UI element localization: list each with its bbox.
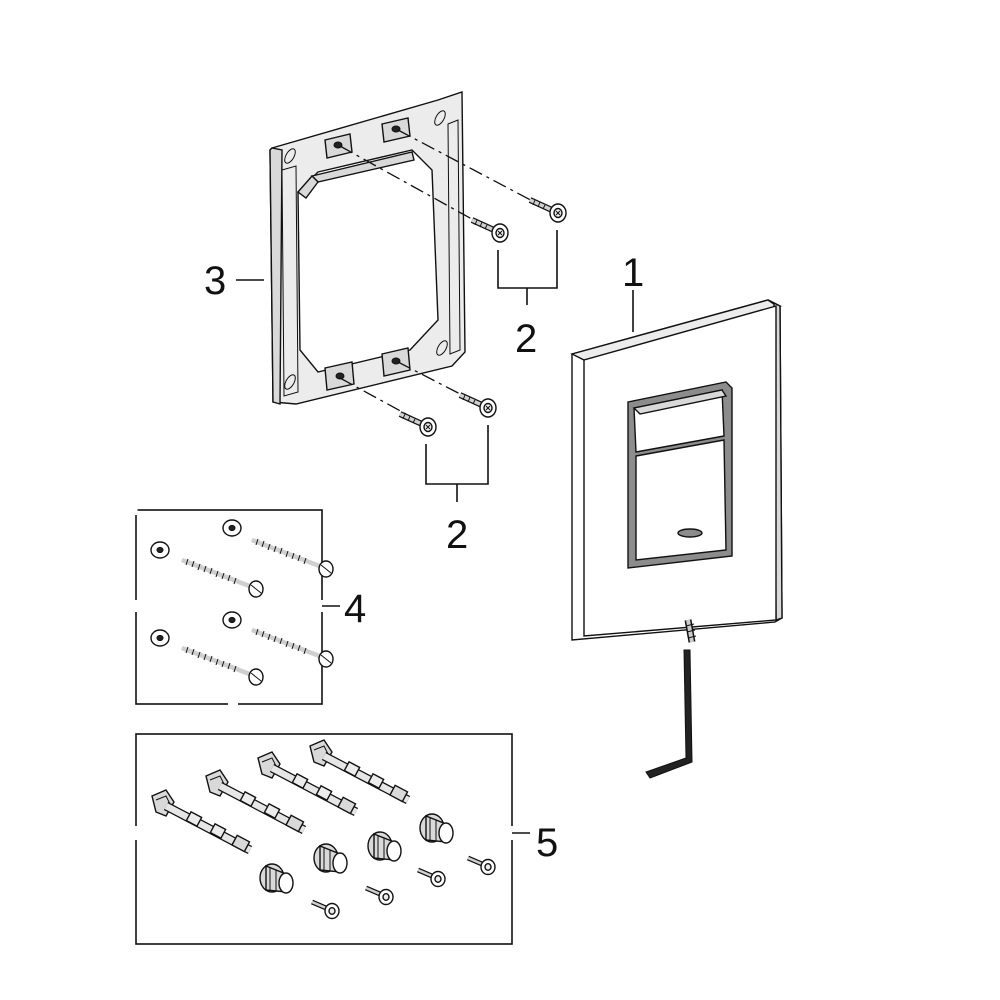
screw-icon [418, 870, 445, 887]
sleeve-nut [367, 831, 402, 862]
callout-3: 3 [204, 259, 226, 303]
callout-2-upper: 2 [515, 317, 537, 361]
washer-icon [222, 519, 242, 537]
mounting-frame [269, 91, 466, 405]
screw-icon [530, 200, 566, 222]
screw-icon [182, 647, 263, 685]
flush-plate [570, 299, 783, 641]
screw-icon [252, 539, 333, 577]
projection-lines [339, 129, 541, 415]
screw-icon [400, 414, 436, 436]
extension-rods-kit [134, 733, 530, 945]
screw-icon [468, 858, 495, 875]
mounting-screws-upper [472, 200, 566, 305]
mounting-screws-lower [400, 395, 496, 502]
callout-1: 1 [622, 251, 644, 295]
sleeve-nut [313, 843, 348, 874]
callout-5: 5 [536, 821, 558, 865]
washer-icon [222, 611, 242, 629]
screw-icon [312, 902, 339, 919]
callout-4: 4 [344, 587, 366, 631]
washer-icon [150, 629, 170, 647]
extension-rod [152, 790, 250, 852]
sleeve-nut [259, 863, 294, 894]
screw-icon [472, 220, 508, 242]
screw-icon [366, 888, 393, 905]
callout-2-lower: 2 [446, 513, 468, 557]
wall-screws-kit [134, 505, 340, 706]
hex-key-set [645, 619, 697, 779]
sleeve-nut [419, 813, 454, 844]
screw-icon [460, 395, 496, 417]
washer-icon [150, 541, 170, 559]
screw-icon [182, 559, 263, 597]
screw-icon [252, 629, 333, 667]
allen-key-icon [645, 649, 693, 779]
